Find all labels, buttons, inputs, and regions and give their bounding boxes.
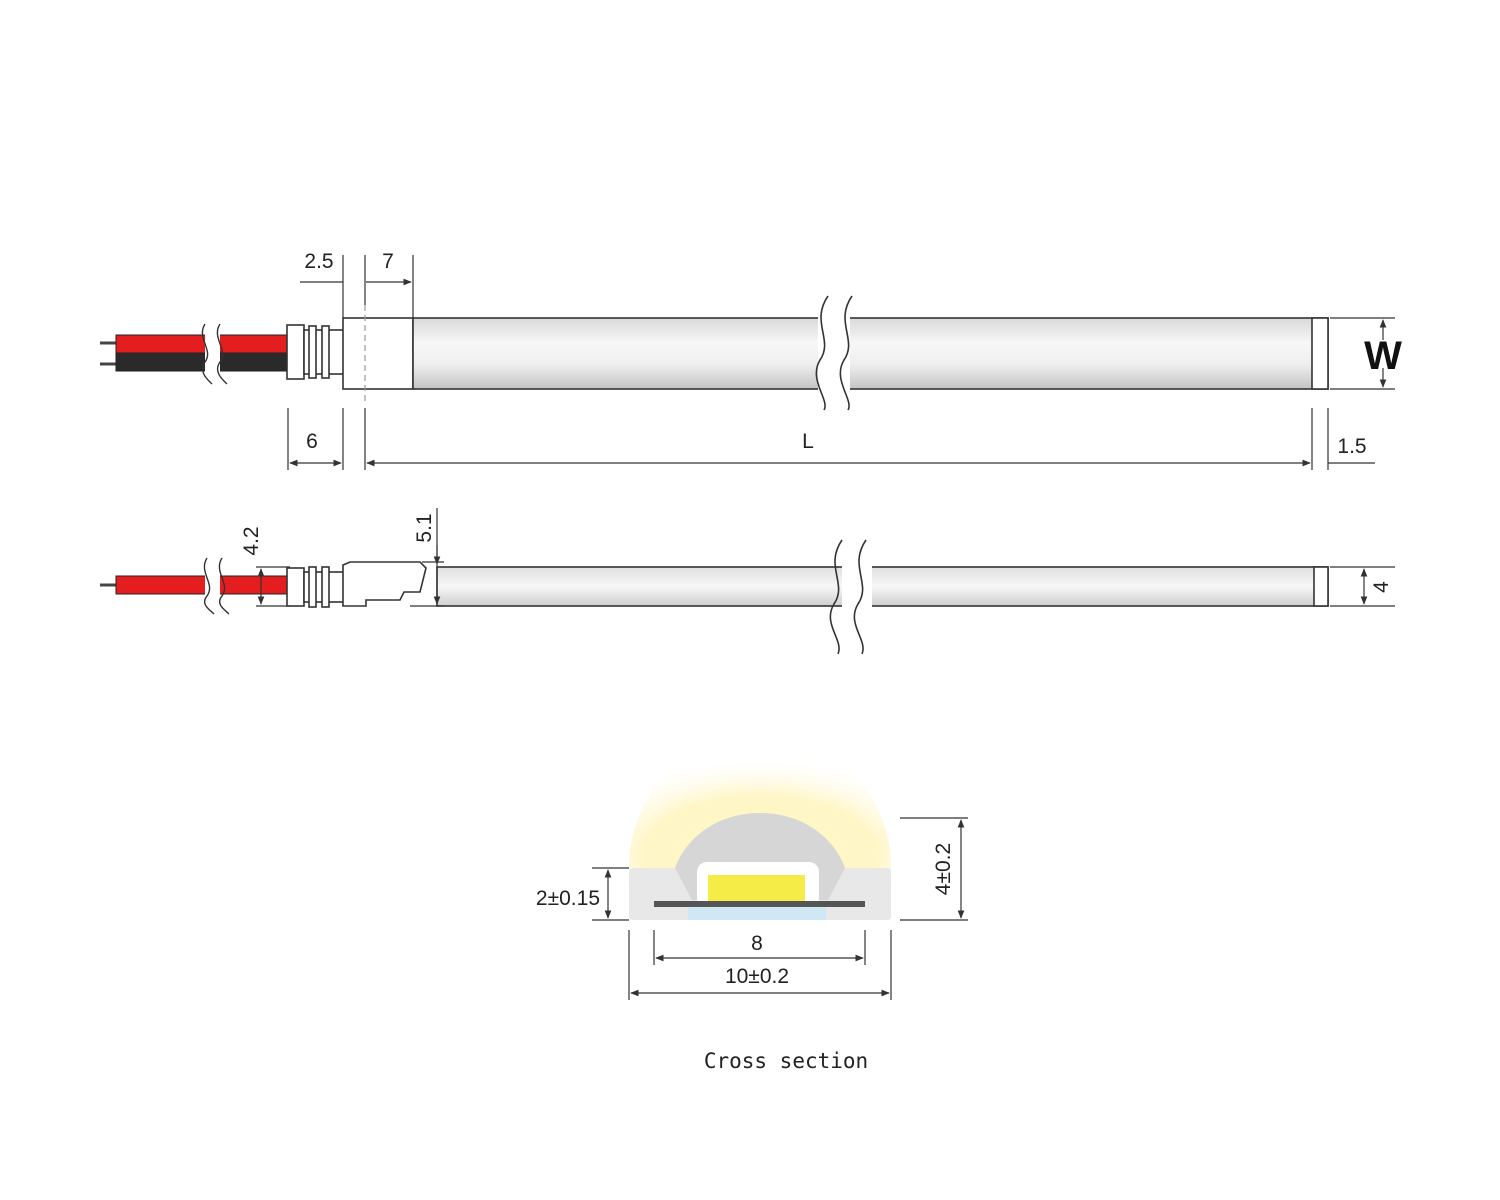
end-cap <box>342 317 414 390</box>
silicone-dome <box>675 813 845 868</box>
dim-length: L 1.5 <box>364 408 1375 470</box>
dim-height-label: 4 <box>1370 581 1393 593</box>
side-strip-break-symbol <box>829 539 867 655</box>
side-wire-red <box>115 575 290 595</box>
side-wire-break-symbol <box>203 557 230 615</box>
dim-total-height-label: 4±0.2 <box>932 843 955 895</box>
dim-cap: 2.5 7 <box>300 250 414 318</box>
power-wires <box>100 323 290 385</box>
dim-pcb-height: 2±0.15 <box>536 867 629 921</box>
dim-total-width-label: 10±0.2 <box>725 965 789 988</box>
side-end-cap <box>342 561 427 607</box>
side-strip-end <box>1313 566 1329 607</box>
cross-section: 2±0.15 4±0.2 8 10±0.2 Cross section <box>536 735 968 1073</box>
led-chip <box>708 875 805 901</box>
dim-cap-height-label: 5.1 <box>413 513 436 542</box>
strip-break-symbol <box>815 295 853 411</box>
dim-width: W <box>1330 317 1402 390</box>
side-wire <box>100 557 290 615</box>
strip-body <box>412 317 1329 390</box>
top-view: 2.5 7 6 L 1.5 W <box>100 250 1402 470</box>
dim-cap-label: 2.5 <box>304 250 333 273</box>
side-connector <box>286 566 345 608</box>
cross-section-caption: Cross section <box>704 1049 868 1073</box>
dim-width-label: W <box>1364 334 1402 378</box>
dim-cable-label: 4.2 <box>240 526 263 555</box>
dim-tail-label: 1.5 <box>1337 435 1366 458</box>
side-strip-body <box>436 566 1329 607</box>
dim-pcb-width: 8 <box>653 930 866 965</box>
dim-connector: 6 <box>287 408 344 470</box>
dim-total-height: 4±0.2 <box>900 817 968 921</box>
dim-total-width: 10±0.2 <box>628 930 892 1000</box>
pcb <box>654 901 865 907</box>
side-view: 4.2 5.1 4 <box>100 508 1395 655</box>
wire-break-gap <box>205 330 220 376</box>
connector <box>286 324 345 380</box>
wire-break-symbol <box>201 323 228 385</box>
dim-cable: 4.2 <box>240 526 290 607</box>
strip-end <box>1311 317 1329 390</box>
dim-height: 4 <box>1330 566 1395 607</box>
dim-pcb-height-label: 2±0.15 <box>536 887 600 910</box>
dim-length-label: L <box>802 430 814 453</box>
dim-end-cap-label: 7 <box>382 250 394 273</box>
dim-connector-label: 6 <box>306 430 318 453</box>
dim-pcb-width-label: 8 <box>751 932 763 955</box>
adhesive-tape <box>688 906 826 920</box>
light-glow <box>629 735 891 868</box>
dim-cap-height: 5.1 <box>410 508 444 607</box>
